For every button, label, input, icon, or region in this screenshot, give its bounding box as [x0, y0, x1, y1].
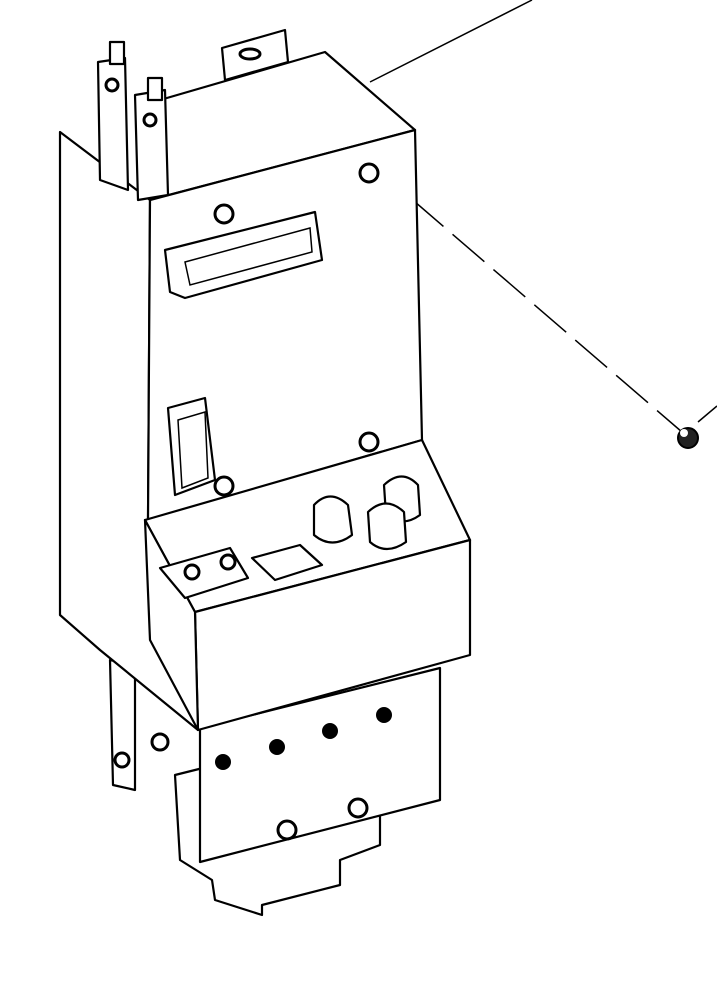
connector-small: [166, 396, 217, 497]
plate-holes: [215, 707, 392, 841]
leader-line-right: [697, 405, 717, 423]
connector-small-inner: [177, 411, 209, 490]
cable-glands: [312, 475, 422, 551]
terminal-screw: [219, 553, 237, 571]
leader-line: [369, 0, 533, 83]
screw-icon: [677, 427, 699, 449]
connector-slot-inner: [184, 227, 313, 286]
bracket-screw: [113, 751, 131, 769]
connector-slot-top: [163, 210, 324, 300]
tab-slot: [238, 47, 262, 61]
label-plate: [250, 543, 324, 582]
top-terminal-posts: [96, 40, 170, 202]
terminal-screw: [183, 563, 201, 581]
bracket-screw: [150, 732, 170, 752]
left-lower-bracket: [108, 658, 137, 792]
